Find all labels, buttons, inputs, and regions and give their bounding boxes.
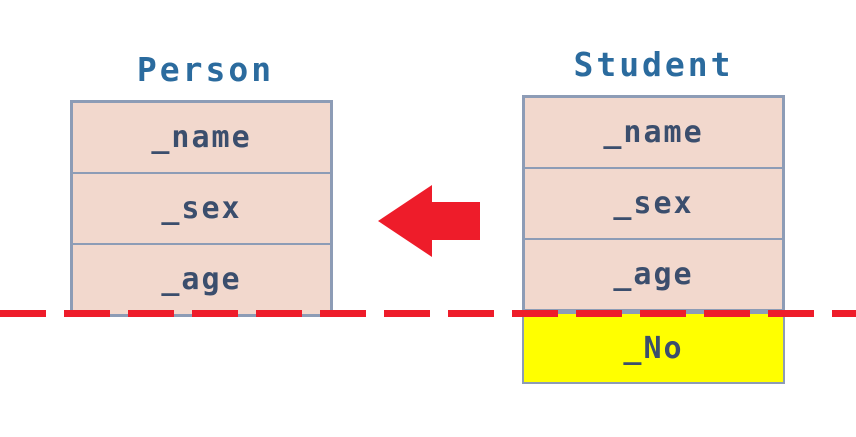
slicing-boundary-dashed-line <box>0 310 856 317</box>
student-field-age: _age <box>525 238 782 309</box>
person-class-box: _name _sex _age <box>70 100 333 317</box>
left-block-arrow-icon <box>378 185 480 257</box>
person-field-name: _name <box>73 103 330 172</box>
student-field-name: _name <box>525 98 782 167</box>
student-class-box: _name _sex _age <box>522 95 785 312</box>
student-field-sex: _sex <box>525 167 782 238</box>
person-class-title: Person <box>136 50 275 89</box>
person-field-age: _age <box>73 243 330 314</box>
student-field-no-highlighted: _No <box>522 312 785 384</box>
person-field-sex: _sex <box>73 172 330 243</box>
student-class-title: Student <box>573 45 734 84</box>
